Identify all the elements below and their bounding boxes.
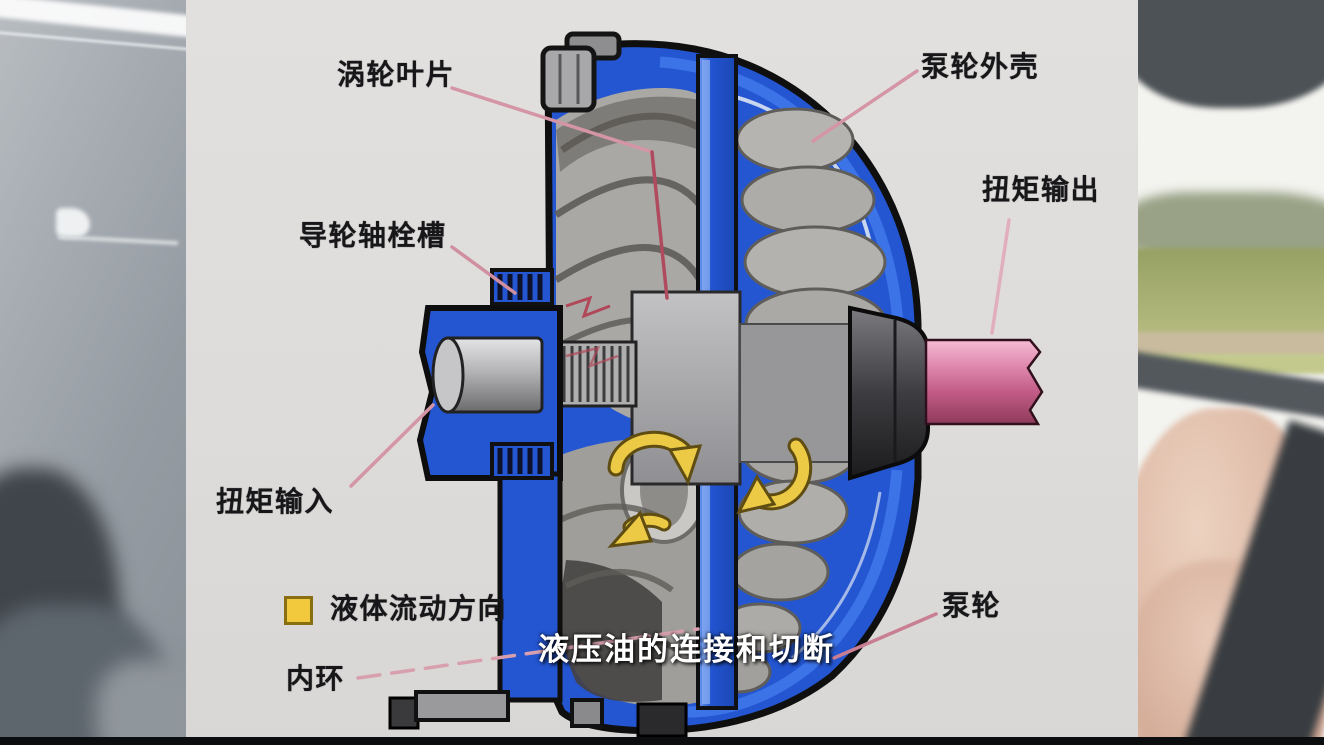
door-trim-line (57, 234, 179, 246)
label-inner-ring: 内环 (286, 663, 346, 694)
label-pump-wheel: 泵轮 (942, 590, 1002, 621)
label-torque-input: 扭矩输入 (216, 486, 335, 517)
background-photo-right (1138, 0, 1324, 745)
green-hedge (1138, 248, 1324, 338)
label-turbine-blades: 涡轮叶片 (337, 59, 456, 90)
door-handle-glint (56, 208, 90, 238)
flow-direction-swatch (284, 596, 313, 625)
roadside-path (1138, 332, 1324, 358)
video-subtitle: 液压油的连接和切断 (538, 632, 835, 667)
label-torque-output: 扭矩输出 (982, 174, 1101, 205)
label-flow-direction-legend: 液体流动方向 (330, 593, 508, 624)
car-roof-shape (1138, 0, 1324, 108)
background-photo-left (0, 0, 186, 745)
label-pump-housing: 泵轮外壳 (921, 51, 1040, 82)
car-floor-highlight (96, 660, 186, 745)
label-stator-shaft-spline-groove: 导轮轴栓槽 (299, 220, 447, 251)
bottom-letterbox-bar (0, 737, 1324, 745)
